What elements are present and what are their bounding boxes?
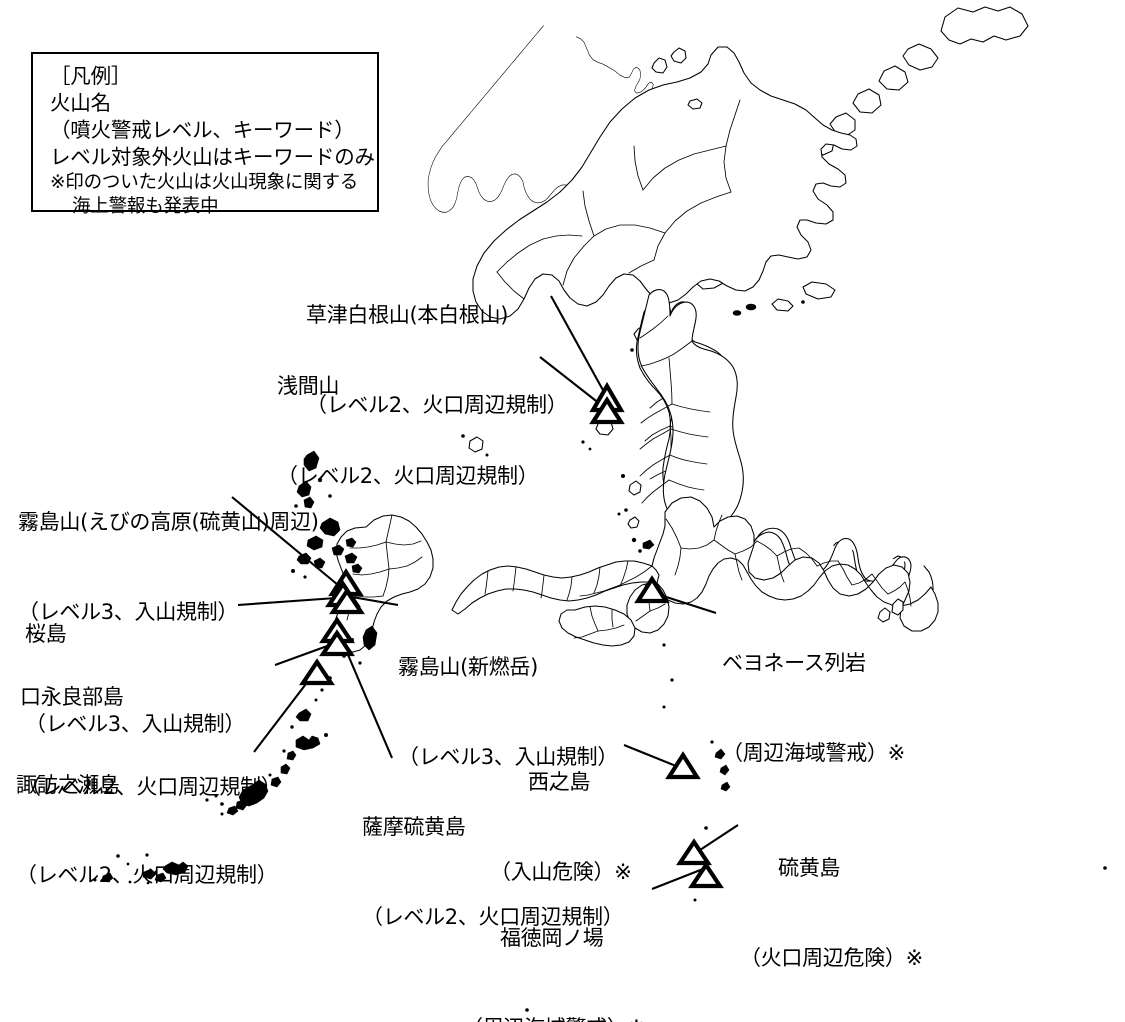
- japan-landmasses: [472, 46, 858, 352]
- leader-lines: [231, 295, 739, 890]
- callout-nishinoshima: 西之島 （入山危険）※: [490, 707, 632, 947]
- volcano-name-asama: 浅間山: [277, 374, 340, 398]
- volcano-name-kuchinoerabujima: 口永良部島: [20, 685, 124, 709]
- volcano-name-fukutoku-okanoba: 福徳岡ノ場: [500, 926, 604, 950]
- callout-kusatsu-shirane: 草津白根山(本白根山) （レベル2、火口周辺規制）: [306, 240, 568, 480]
- volcano-status-kuchinoerabujima: （レベル2、火口周辺規制）: [20, 775, 282, 799]
- volcano-name-bayonnaise-rocks: ベヨネース列岩: [722, 651, 866, 675]
- callout-suwanosejima: 諏訪之瀬島 （レベル2、火口周辺規制）: [16, 710, 278, 950]
- volcano-status-suwanosejima: （レベル2、火口周辺規制）: [16, 863, 278, 887]
- callout-satsuma-iojima: 薩摩硫黄島 （レベル2、火口周辺規制）: [362, 752, 624, 992]
- ogasawara-islands: [525, 740, 1107, 1012]
- callout-kirishima-ebino: 霧島山(えびの高原(硫黄山)周辺) （レベル3、入山規制）: [18, 447, 319, 687]
- volcano-name-kirishima-shinmoedake: 霧島山(新燃岳): [398, 655, 538, 679]
- volcano-marker-iojima[interactable]: [676, 838, 712, 866]
- volcano-marker-nishinoshima[interactable]: [665, 751, 701, 780]
- callout-kirishima-shinmoedake: 霧島山(新燃岳) （レベル3、入山規制）: [398, 592, 618, 832]
- volcano-marker-bayonnaise-rocks[interactable]: [634, 575, 670, 604]
- volcano-status-asama: （レベル2、火口周辺規制）: [277, 464, 539, 488]
- volcano-name-iojima: 硫黄島: [778, 856, 841, 880]
- volcano-status-bayonnaise-rocks: （周辺海域警戒）※: [722, 741, 905, 765]
- legend-title: ［凡例］: [50, 64, 132, 88]
- volcano-marker-sakurajima[interactable]: [329, 587, 365, 615]
- japan-shapes: [93, 434, 1107, 1012]
- volcano-markers: [299, 381, 724, 889]
- volcano-name-satsuma-iojima: 薩摩硫黄島: [362, 815, 466, 839]
- callout-asama: 浅間山 （レベル2、火口周辺規制）: [277, 311, 539, 551]
- volcano-status-nishinoshima: （入山危険）※: [490, 860, 632, 884]
- volcano-marker-kuchinoerabujima[interactable]: [319, 629, 355, 657]
- legend-note-line2: 海上警報も発表中: [72, 196, 219, 217]
- volcano-marker-asama[interactable]: [589, 396, 625, 425]
- legend-note-line1: ※印のついた火山は火山現象に関する: [50, 172, 359, 193]
- volcano-status-fukutoku-okanoba: （周辺海域警戒）※: [462, 1013, 645, 1022]
- volcano-name-kirishima-ebino: 霧島山(えびの高原(硫黄山)周辺): [18, 510, 319, 534]
- volcano-status-kirishima-ebino: （レベル3、入山規制）: [18, 600, 239, 624]
- volcano-status-iojima: （火口周辺危険）※: [740, 946, 923, 970]
- volcano-status-kusatsu-shirane: （レベル2、火口周辺規制）: [306, 393, 568, 417]
- volcano-name-kusatsu-shirane: 草津白根山(本白根山): [306, 303, 509, 327]
- volcano-name-nishinoshima: 西之島: [528, 770, 591, 794]
- volcano-status-sakurajima: （レベル3、入山規制）: [25, 712, 246, 736]
- callout-sakurajima: 桜島 （レベル3、入山規制）: [25, 559, 245, 799]
- ryukyu-islands: [93, 676, 332, 885]
- legend-box: ［凡例］ 火山名 （噴火警戒レベル、キーワード） レベル対象外火山はキーワードの…: [31, 52, 379, 217]
- volcano-status-kirishima-shinmoedake: （レベル3、入山規制）: [398, 745, 619, 769]
- volcano-name-sakurajima: 桜島: [25, 622, 67, 646]
- callout-kuchinoerabujima: 口永良部島 （レベル2、火口周辺規制）: [20, 622, 282, 862]
- callout-fukutoku-okanoba: 福徳岡ノ場 （周辺海域警戒）※: [462, 863, 645, 1022]
- legend-line-volcano-name: 火山名: [50, 91, 111, 115]
- volcano-name-suwanosejima: 諏訪之瀬島: [16, 773, 120, 797]
- legend-line-nonlevel: レベル対象外火山はキーワードのみ: [50, 145, 375, 169]
- volcano-marker-suwanosejima[interactable]: [299, 658, 335, 686]
- japan-main-islands: [581, 289, 744, 533]
- callout-bayonnaise-rocks: ベヨネース列岩 （周辺海域警戒）※: [722, 588, 905, 828]
- legend-line-level-keyword: （噴火警戒レベル、キーワード）: [50, 118, 355, 142]
- callout-iojima: 硫黄島 （火口周辺危険）※: [740, 793, 923, 1022]
- volcano-marker-fukutoku-okanoba[interactable]: [688, 861, 724, 889]
- volcano-status-satsuma-iojima: （レベル2、火口周辺規制）: [362, 905, 624, 929]
